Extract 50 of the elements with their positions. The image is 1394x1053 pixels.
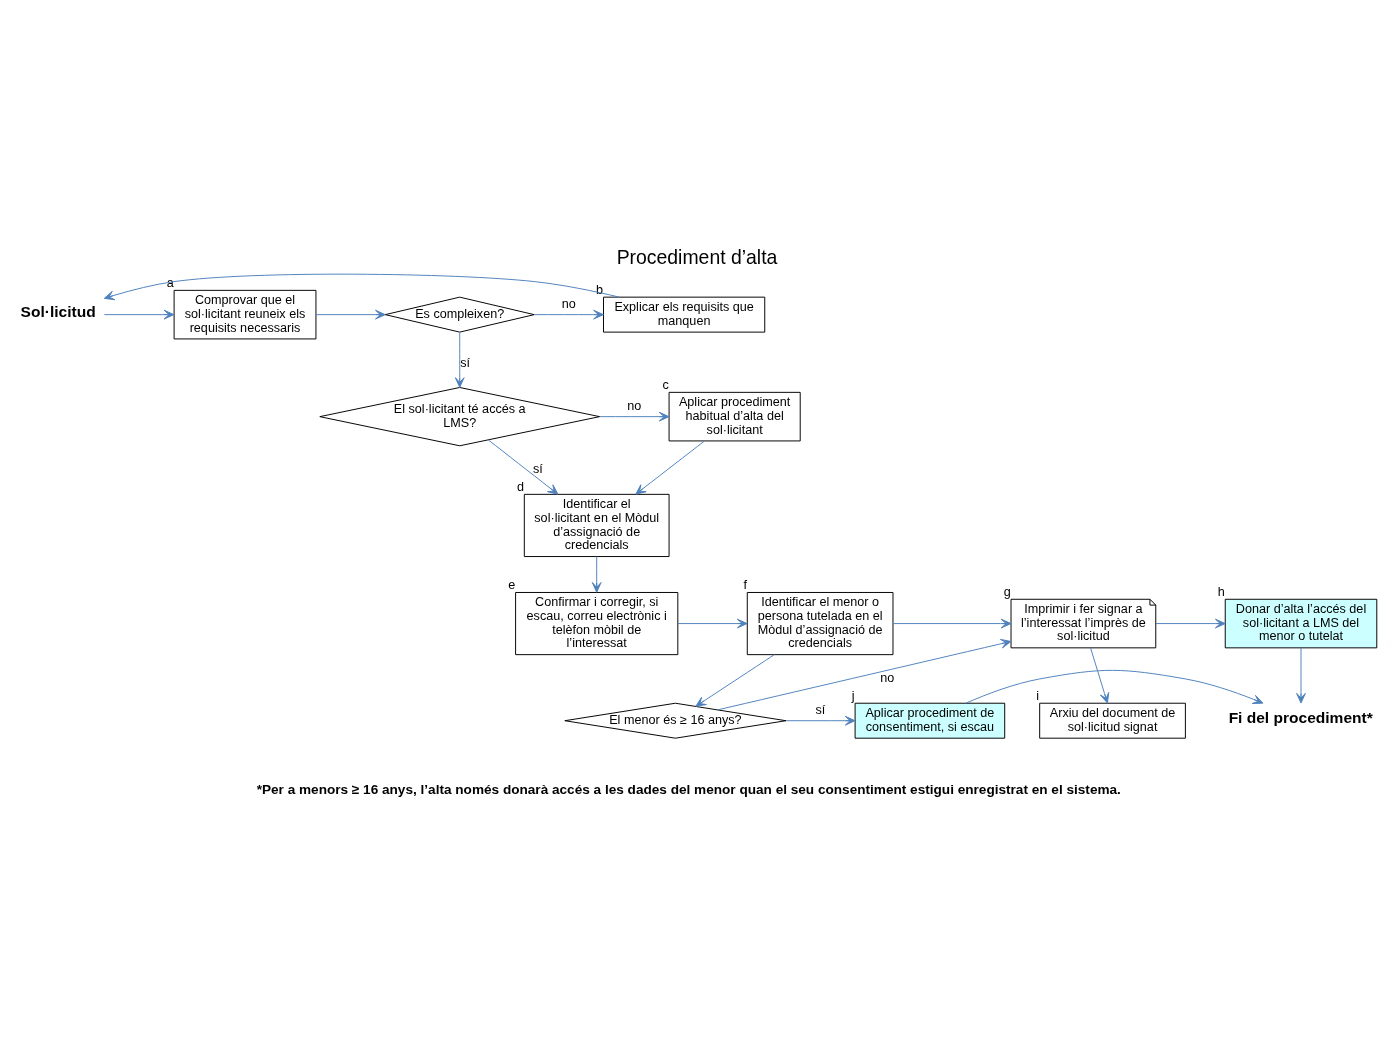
node-label: b [596, 282, 604, 297]
node-box: Aplicar procediment habitual d’alta del sol·licitant [668, 391, 801, 441]
edge-label: no [561, 296, 576, 311]
node-box: Aplicar procediment de consentiment, si escau [854, 702, 1006, 739]
arrow [1296, 647, 1306, 704]
edge-label: sí [815, 702, 826, 717]
node-diamond: El sol·licitant té accés a LMS? [319, 386, 601, 446]
node-box: Donar d’alta l’accés del sol·licitant a LMS del menor o tutelat [1224, 598, 1378, 648]
caption: *Per a menors ≥ 16 anys, l’alta només donarà accés a les dades del menor quan el seu consentiment estigui enregistrat en el sistema. [256, 781, 1121, 797]
arrow [785, 715, 856, 726]
node-label: h [1217, 584, 1225, 599]
arrow [591, 555, 602, 593]
arrow [717, 638, 1012, 710]
arrow [695, 653, 775, 707]
node-box: Arxiu del document de sol·licitud signat [1039, 702, 1186, 739]
node-label: d [516, 479, 524, 494]
arrow [677, 618, 748, 628]
node-label: a [166, 275, 174, 290]
diagram-title: Procediment d’alta [616, 245, 778, 268]
edge-label: sí [533, 461, 543, 476]
node-label: g [1003, 584, 1011, 599]
arrow [533, 309, 604, 319]
node-box: Identificar el sol·licitant en el Mòdul d’assignació de credencials [523, 493, 670, 557]
arrow [103, 273, 620, 300]
node-label: e [508, 577, 516, 592]
node-label: c [662, 377, 669, 392]
arrow [103, 309, 175, 319]
node-label: i [1036, 688, 1040, 703]
node-box: Identificar el menor o persona tutelada en el Mòdul d’assignació de credencials [746, 591, 894, 655]
node-label: f [743, 577, 748, 592]
arrow [635, 440, 705, 495]
node-label: j [851, 688, 855, 703]
edge-label: no [627, 398, 642, 413]
edge-label: sí [460, 355, 470, 370]
arrow [315, 309, 386, 319]
node-box: Confirmar i corregir, si escau, correu electrònic i telèfon mòbil de l’interessat [515, 591, 679, 655]
arrow [1155, 618, 1226, 628]
node-text: Fi del procediment* [1228, 708, 1373, 726]
arrow [965, 669, 1264, 704]
edge-label: no [880, 670, 895, 685]
node-diamond: Es compleixen? [384, 296, 535, 333]
arrow [454, 331, 465, 388]
arrow [487, 439, 559, 495]
node-box: Explicar els requisits que manquen [603, 296, 766, 333]
node-box: Comprovar que el sol·licitant reuneix els requisits necessaris [173, 289, 317, 339]
node-text: Sol·licitud [20, 302, 96, 320]
arrow [1090, 647, 1110, 704]
arrow [599, 411, 670, 421]
node-diamond: El menor és ≥ 16 anys? [564, 702, 787, 739]
arrow [892, 618, 1012, 628]
